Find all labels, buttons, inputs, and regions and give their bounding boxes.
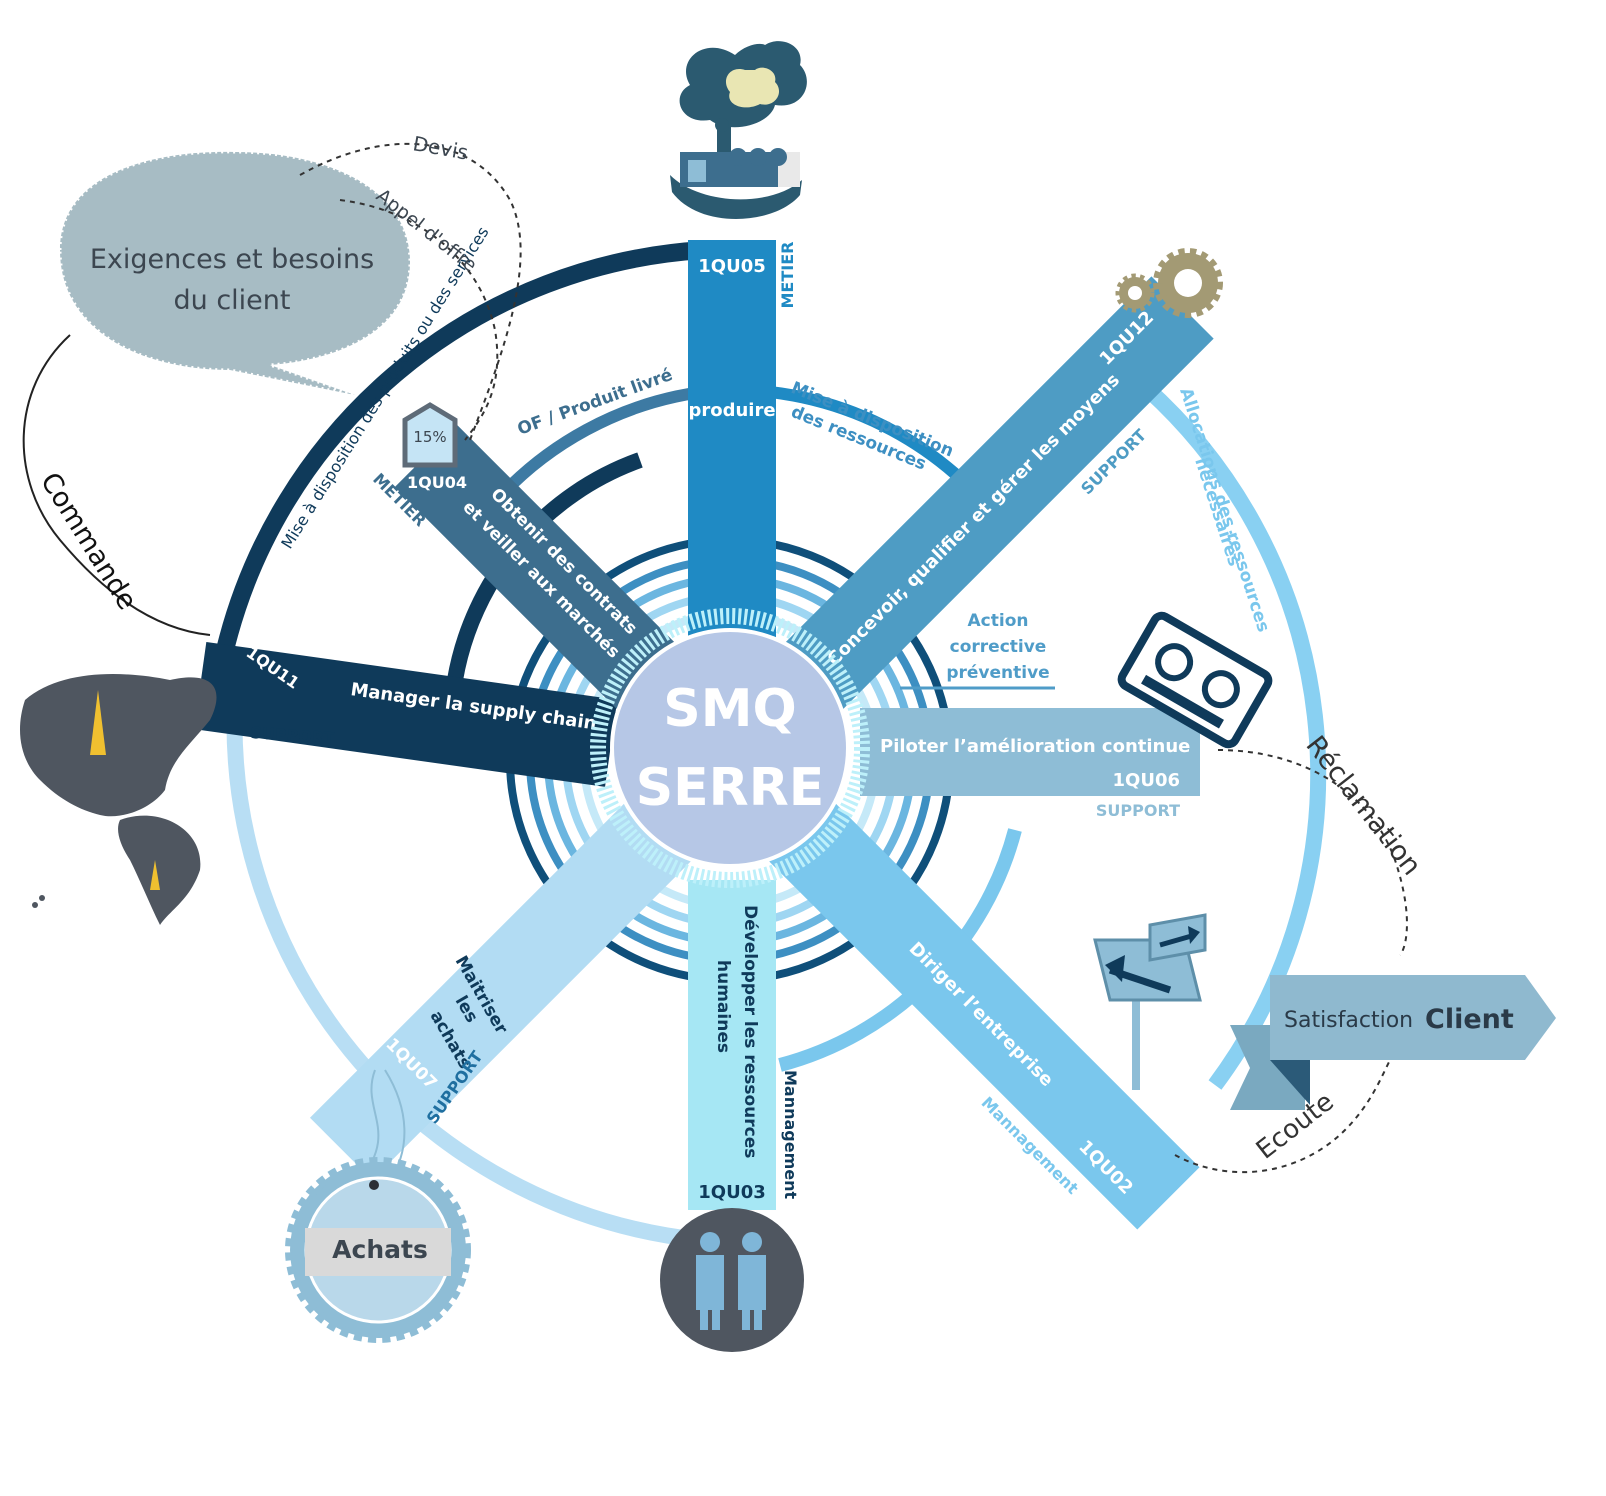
process-1qu02[interactable]: Diriger l’entreprise 1QU02 Mannagement xyxy=(737,785,1200,1247)
world-map-icon xyxy=(20,674,217,925)
process-type: METIER xyxy=(778,242,797,309)
process-label: produire xyxy=(688,400,775,421)
satisfaction-banner: Satisfaction Client xyxy=(1230,975,1556,1110)
cassette-icon xyxy=(1117,611,1273,749)
satisfaction-text: Satisfaction xyxy=(1284,1008,1413,1033)
process-type: SUPPORT xyxy=(1096,801,1180,820)
hub-title-line1: SMQ xyxy=(663,679,796,739)
achats-badge-icon: Achats xyxy=(285,1069,471,1343)
achats-label: Achats xyxy=(332,1235,428,1264)
process-code: 1QU06 xyxy=(1113,770,1181,791)
factory-icon xyxy=(670,41,807,220)
process-1qu03[interactable]: Développer les ressources humaines 1QU03… xyxy=(688,880,800,1210)
flow-action-2: corrective xyxy=(950,637,1047,657)
spoke-bar xyxy=(860,708,1200,796)
bubble-line1: Exigences et besoins xyxy=(90,244,374,275)
flow-commande: Commande xyxy=(34,467,143,615)
client-bubble: Exigences et besoins du client xyxy=(58,150,412,397)
process-label-1: Développer les ressources xyxy=(740,905,760,1158)
process-1qu07[interactable] xyxy=(309,785,705,1181)
badge-15: 15% xyxy=(413,428,446,446)
spoke-bar xyxy=(688,240,776,640)
process-1qu11[interactable] xyxy=(194,641,618,787)
central-hub: SMQ SERRE xyxy=(590,608,870,888)
process-label: Piloter l’amélioration continue xyxy=(880,736,1190,757)
house-icon: 15% xyxy=(402,402,458,468)
process-1qu06[interactable]: Piloter l’amélioration continue 1QU06 SU… xyxy=(860,708,1200,820)
spoke-bar xyxy=(755,785,1200,1230)
flow-action-3: préventive xyxy=(946,663,1049,683)
process-code: 1QU03 xyxy=(698,1182,766,1203)
outer-ring-light-bottom xyxy=(226,699,701,1248)
flow-action-1: Action xyxy=(968,611,1029,631)
outer-ring-navy xyxy=(216,241,706,653)
spoke-bar xyxy=(394,424,705,735)
process-type: Mannagement xyxy=(781,1070,800,1200)
process-1qu05[interactable]: 1QU05 produire METIER xyxy=(688,240,797,640)
spoke-bar xyxy=(194,641,618,787)
bubble-line2: du client xyxy=(174,285,291,316)
spoke-bar xyxy=(688,880,776,1210)
process-code: 1QU04 xyxy=(407,473,467,492)
people-icon xyxy=(660,1208,804,1352)
flow-devis: Devis xyxy=(411,131,470,164)
gears-icon xyxy=(1115,248,1223,318)
process-label-2: humaines xyxy=(713,960,733,1053)
process-1qu04[interactable] xyxy=(394,424,705,735)
hub-title-line2: SERRE xyxy=(636,758,825,818)
process-code: 1QU05 xyxy=(698,256,766,277)
spoke-bar xyxy=(309,785,705,1181)
satisfaction-client: Client xyxy=(1425,1004,1514,1035)
spoke-bar xyxy=(755,276,1214,735)
signpost-icon xyxy=(1093,913,1207,1090)
